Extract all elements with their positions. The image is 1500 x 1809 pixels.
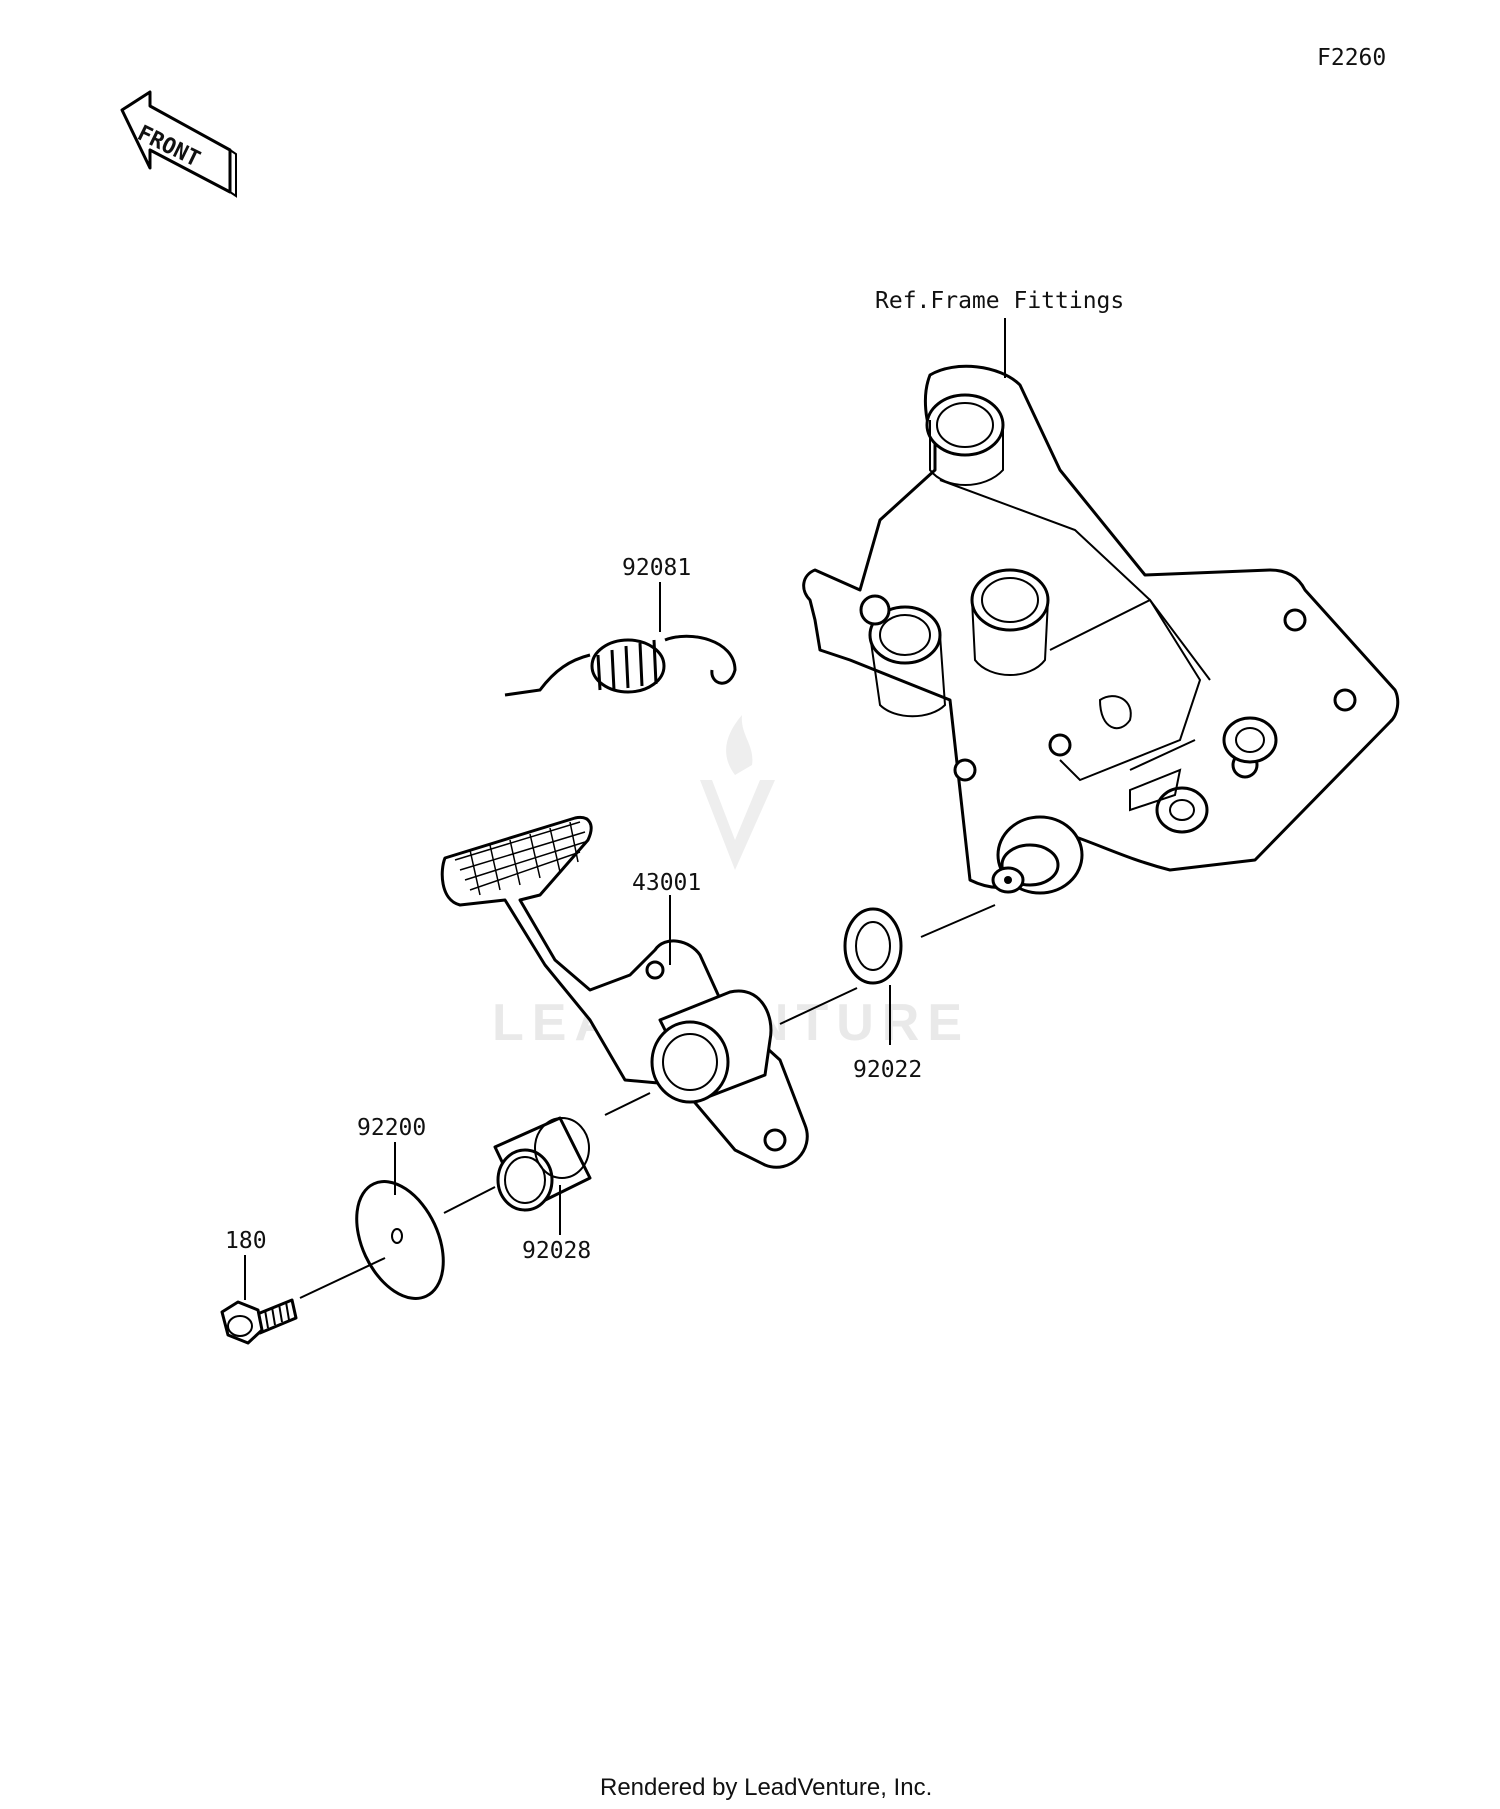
bushing-92028	[493, 1116, 592, 1212]
bolt-180	[220, 1298, 298, 1345]
axis-line-pedal	[779, 987, 858, 1025]
brake-pedal	[440, 815, 809, 1169]
part-label-92022: 92022	[853, 1057, 922, 1083]
part-label-92081: 92081	[622, 555, 691, 581]
part-label-92028: 92028	[522, 1238, 591, 1264]
axis-line-bolt	[299, 1257, 386, 1299]
diagram-code: F2260	[1317, 45, 1386, 71]
return-spring	[504, 634, 737, 697]
washer-92022	[843, 907, 903, 985]
front-arrow-icon: FRONT	[120, 90, 237, 198]
watermark-logo-icon	[700, 780, 775, 870]
ref-frame-fittings-label: Ref.Frame Fittings	[875, 288, 1124, 314]
frame-fittings-bracket	[802, 364, 1400, 895]
part-label-43001: 43001	[632, 870, 701, 896]
part-label-92200: 92200	[357, 1115, 426, 1141]
axis-line-92022	[920, 904, 996, 938]
axis-line-bushing	[604, 1092, 651, 1116]
part-label-180: 180	[225, 1228, 267, 1254]
footer-credit: Rendered by LeadVenture, Inc.	[600, 1774, 932, 1801]
washer-92200	[355, 1180, 445, 1300]
axis-line-92200	[443, 1186, 496, 1214]
